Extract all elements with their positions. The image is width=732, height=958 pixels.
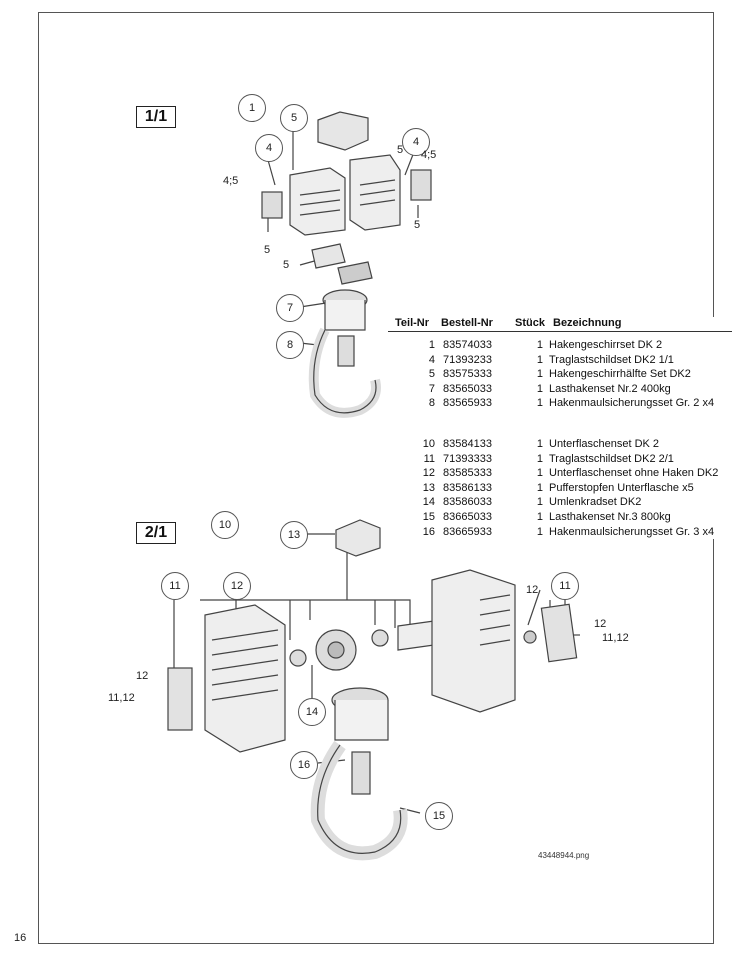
label-12-left: 12 — [136, 670, 149, 682]
callout-11-left: 11 — [161, 572, 189, 600]
section-label-2: 2/1 — [136, 522, 176, 544]
label-12-far-right: 12 — [594, 618, 607, 630]
label-11-12-left: 11,12 — [108, 692, 135, 704]
callout-16: 16 — [290, 751, 318, 779]
label-12-right: 12 — [526, 584, 539, 596]
label-5-bottom: 5 — [283, 259, 290, 271]
callout-10: 10 — [211, 511, 239, 539]
header-stueck: Stück — [515, 317, 545, 329]
section-label-1: 1/1 — [136, 106, 176, 128]
callout-1: 1 — [238, 94, 266, 122]
callout-14: 14 — [298, 698, 326, 726]
label-4-5-left: 4;5 — [223, 175, 239, 187]
header-bestell-nr: Bestell-Nr — [441, 317, 493, 329]
callout-11-right: 11 — [551, 572, 579, 600]
label-5-right-top: 5 — [397, 144, 404, 156]
label-11-12-right: 11,12 — [602, 632, 629, 644]
label-5-right: 5 — [414, 219, 421, 231]
callout-4-right: 4 — [402, 128, 430, 156]
header-bezeichnung: Bezeichnung — [553, 317, 622, 329]
callout-4: 4 — [255, 134, 283, 162]
page-number: 16 — [14, 932, 27, 944]
callout-5: 5 — [280, 104, 308, 132]
label-4-5-right: 4;5 — [421, 149, 437, 161]
header-teil-nr: Teil-Nr — [395, 317, 430, 329]
callout-13: 13 — [280, 521, 308, 549]
image-filename: 43448944.png — [538, 851, 590, 860]
parts-table-header: Teil-Nr Bestell-Nr Stück Bezeichnung — [388, 317, 732, 332]
callout-8: 8 — [276, 331, 304, 359]
callout-7: 7 — [276, 294, 304, 322]
callout-15: 15 — [425, 802, 453, 830]
label-5-left: 5 — [264, 244, 271, 256]
callout-12-left: 12 — [223, 572, 251, 600]
